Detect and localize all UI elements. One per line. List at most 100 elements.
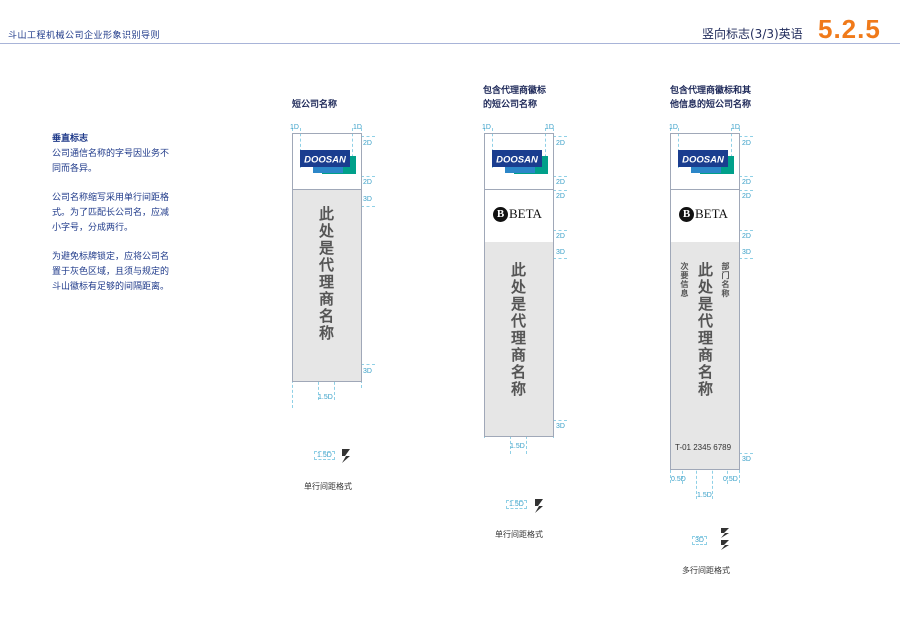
guide-line — [553, 420, 567, 421]
svg-text:DOOSAN: DOOSAN — [496, 155, 539, 166]
guide-line — [553, 136, 567, 137]
doosan-logo: DOOSAN — [678, 150, 735, 179]
dim-label: 1.5D — [510, 443, 525, 450]
dim-label: 3D — [556, 423, 565, 430]
dim-label: 2D — [742, 140, 751, 147]
dim-label: 2D — [556, 233, 565, 240]
dim-label: 1D — [545, 124, 554, 131]
panel-divider — [484, 189, 554, 190]
guide-line — [553, 258, 567, 259]
section-number: 5.2.5 — [818, 14, 881, 44]
column-2-title-line-1: 包含代理商徽标 — [483, 86, 547, 96]
document-title: 斗山工程机械公司企业形象识别导则 — [8, 31, 161, 41]
panel-divider — [292, 189, 362, 190]
dim-label: 1D — [731, 124, 740, 131]
svg-text:DOOSAN: DOOSAN — [304, 155, 347, 166]
dim-label: 3D — [363, 196, 372, 203]
dim-label: 2D — [363, 179, 372, 186]
dim-label: 1.5D — [697, 492, 712, 499]
guide-line — [739, 230, 753, 231]
dim-label: 2D — [742, 233, 751, 240]
guide-line — [553, 190, 567, 191]
description-block: 垂直标志 公司通信名称的字号因业务不同而各异。 公司名称缩写采用单行间距格式。为… — [52, 132, 177, 309]
dim-label: 0.5D — [723, 476, 738, 483]
dim-label: 1D — [353, 124, 362, 131]
guide-line — [739, 190, 753, 191]
column-1-caption: 单行间距格式 — [304, 482, 352, 491]
description-paragraph-1: 公司通信名称的字号因业务不同而各异。 — [52, 149, 170, 174]
dealer-name-area — [293, 190, 361, 381]
dealer-name: 此处是代理商名称 — [509, 262, 527, 398]
doosan-logo: DOOSAN — [300, 150, 357, 179]
spacing-mark-icon — [340, 448, 352, 468]
column-2-caption: 单行间距格式 — [495, 530, 543, 539]
page-title: 竖向标志(3/3)英语 — [702, 27, 803, 41]
column-2-title: 包含代理商徽标 的短公司名称 — [483, 84, 546, 112]
column-3-title-line-2: 他信息的短公司名称 — [670, 100, 752, 110]
dim-label: 3D — [692, 536, 707, 545]
guide-line — [300, 128, 301, 168]
guide-line — [352, 128, 353, 168]
phone-number: T-01 2345 6789 — [675, 443, 732, 452]
dealer-name-area — [671, 242, 739, 469]
panel-divider — [670, 189, 740, 190]
description-paragraph-2: 公司名称缩写采用单行间距格式。为了匹配长公司名，应减小字号，分成两行。 — [52, 193, 170, 233]
dealer-name: 此处是代理商名称 — [317, 206, 335, 342]
guide-line — [739, 258, 753, 259]
beta-mark-icon: B — [679, 206, 694, 222]
spacing-mark-icon — [719, 527, 731, 555]
dim-label: 1D — [482, 124, 491, 131]
sign-panel — [670, 133, 740, 470]
beta-mark-icon: B — [493, 206, 508, 222]
dealer-name-area — [485, 242, 553, 436]
description-paragraph-3: 为避免标牌锁定，应将公司名置于灰色区域，且须与规定的斗山徽标有足够的间隔距离。 — [52, 252, 170, 292]
guide-line — [678, 128, 679, 168]
column-3-caption: 多行间距格式 — [682, 566, 730, 575]
guide-line — [739, 453, 753, 454]
description-heading: 垂直标志 — [52, 134, 89, 144]
dim-label: 2D — [556, 193, 565, 200]
dealer-logo: B BETA — [679, 206, 728, 222]
dim-label: 3D — [556, 249, 565, 256]
guide-line — [492, 128, 493, 168]
sign-panel — [292, 133, 362, 382]
dim-label: 2D — [556, 179, 565, 186]
header-divider — [0, 43, 900, 44]
guide-line — [731, 128, 732, 168]
beta-wordmark: BETA — [509, 206, 542, 221]
guide-line — [361, 136, 375, 137]
guide-line — [739, 136, 753, 137]
guide-line — [545, 128, 546, 168]
sign-panel — [484, 133, 554, 437]
guide-line — [553, 230, 567, 231]
guide-line — [361, 364, 375, 365]
secondary-info: 次要信息 — [680, 262, 689, 298]
dim-label: 1D — [669, 124, 678, 131]
dim-label: 3D — [363, 368, 372, 375]
dim-label: 1.5D — [314, 451, 335, 460]
dim-label: 2D — [742, 193, 751, 200]
department-name: 部门名称 — [721, 262, 730, 298]
column-3-title: 包含代理商徽标和其 他信息的短公司名称 — [670, 84, 751, 112]
dim-label: 1D — [290, 124, 299, 131]
svg-text:DOOSAN: DOOSAN — [682, 155, 725, 166]
guide-line — [361, 206, 375, 207]
spacing-mark-icon — [533, 498, 545, 518]
guide-line — [553, 176, 567, 177]
guide-line — [361, 176, 375, 177]
beta-wordmark: BETA — [695, 206, 728, 221]
dim-label: 2D — [742, 179, 751, 186]
doosan-logo: DOOSAN — [492, 150, 549, 179]
dim-label: 0.5D — [671, 476, 686, 483]
column-2-title-line-2: 的短公司名称 — [483, 100, 538, 110]
column-1-title: 短公司名称 — [292, 100, 338, 110]
dealer-logo: B BETA — [493, 206, 542, 222]
dealer-name: 此处是代理商名称 — [696, 262, 714, 398]
dim-label: 1.5D — [318, 394, 333, 401]
dim-label: 3D — [742, 249, 751, 256]
column-3-title-line-1: 包含代理商徽标和其 — [670, 86, 752, 96]
guide-line — [739, 176, 753, 177]
dim-label: 2D — [363, 140, 372, 147]
dim-label: 2D — [556, 140, 565, 147]
dim-label: 3D — [742, 456, 751, 463]
